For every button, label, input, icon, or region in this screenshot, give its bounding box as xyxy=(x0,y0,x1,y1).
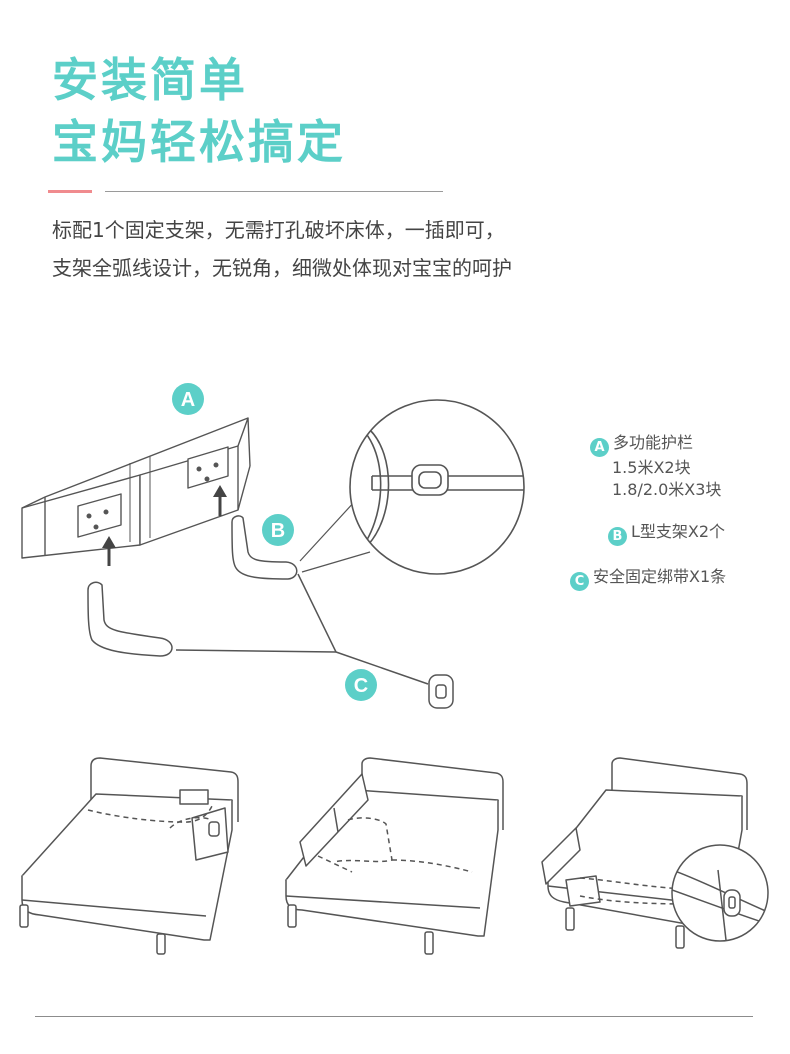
accent-bar xyxy=(48,190,92,193)
legend-a-spec1: 1.5米X2块 xyxy=(612,458,691,477)
bed-illustration-3 xyxy=(541,757,769,949)
description-line2: 支架全弧线设计，无锐角，细微处体现对宝宝的呵护 xyxy=(52,256,512,280)
legend-a-badge: A xyxy=(590,438,609,457)
bed-illustration-1 xyxy=(19,757,239,955)
label-a: A xyxy=(181,389,195,411)
legend-c-badge: C xyxy=(570,572,589,591)
bottom-divider xyxy=(35,1016,753,1017)
description-line1: 标配1个固定支架，无需打孔破坏床体，一插即可， xyxy=(52,218,505,242)
legend-c-title: 安全固定绑带X1条 xyxy=(593,567,727,586)
page-title-line1: 安装简单 xyxy=(52,53,248,107)
bed-illustration-2 xyxy=(285,757,504,955)
label-c: C xyxy=(354,675,368,697)
label-a-badge: A xyxy=(172,383,204,415)
page-title-line2: 宝妈轻松搞定 xyxy=(52,115,346,169)
label-c-badge: C xyxy=(345,669,377,701)
label-b-badge: B xyxy=(262,514,294,546)
title-divider xyxy=(105,191,443,192)
guardrail-panel-a xyxy=(21,417,251,559)
safety-strap-c xyxy=(175,499,454,709)
l-bracket-b xyxy=(87,515,298,657)
label-b: B xyxy=(271,520,285,542)
legend-a-title: 多功能护栏 xyxy=(613,433,694,452)
legend-a-spec2: 1.8/2.0米X3块 xyxy=(612,480,722,499)
zoom-detail xyxy=(349,399,525,575)
legend-b-title: L型支架X2个 xyxy=(631,522,726,541)
insert-arrow xyxy=(102,485,227,566)
legend-b-badge: B xyxy=(608,527,627,546)
